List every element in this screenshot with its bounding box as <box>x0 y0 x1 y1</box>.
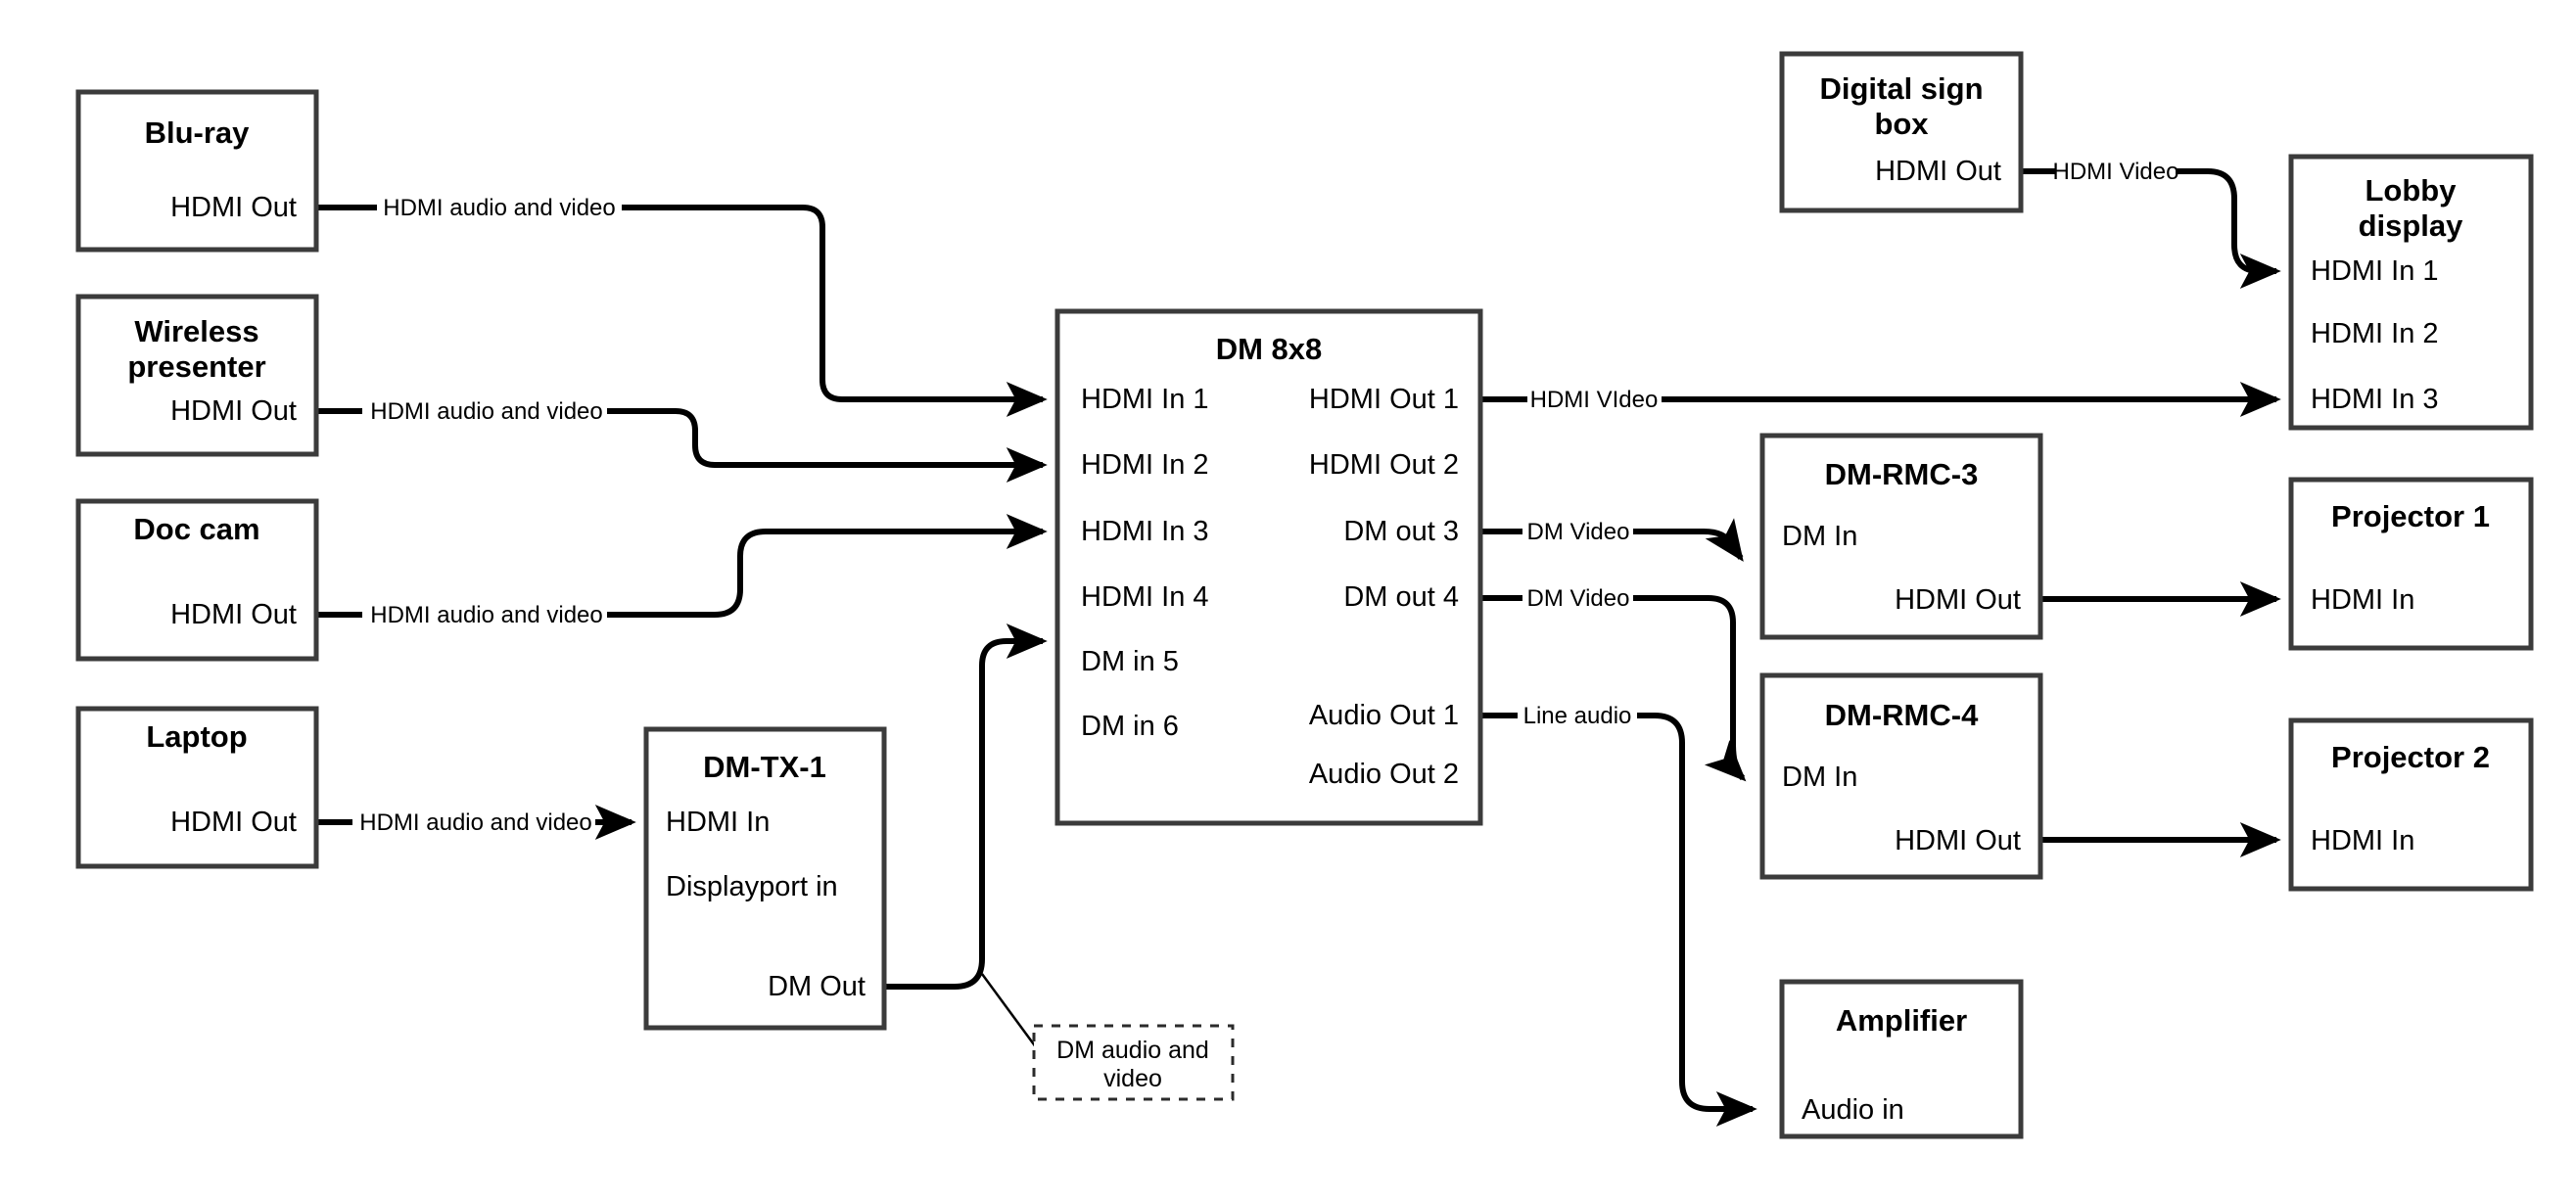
link-sign-to-lobby: HDMI Video <box>2021 159 2281 289</box>
node-wireless-presenter-box[interactable] <box>75 294 319 457</box>
link-label-line-audio: Line audio <box>1523 703 1632 729</box>
node-dm-8x8-title: DM 8x8 <box>1216 332 1323 366</box>
node-digital-sign-box[interactable]: Digital sign box HDMI Out <box>1779 51 2024 213</box>
link-label-doccam: HDMI audio and video <box>370 602 602 628</box>
node-lobby-display-port-hdmi-in-2: HDMI In 2 <box>2311 318 2439 349</box>
link-dmtx1-to-dm8x8 <box>881 623 1048 990</box>
node-bluray-title: Blu-ray <box>145 115 251 150</box>
node-dm-rmc-4-port-hdmi-out: HDMI Out <box>1895 825 2021 856</box>
node-dm-rmc-4[interactable]: DM-RMC-4 DM In HDMI Out <box>1759 672 2043 880</box>
node-dm-rmc-4-port-dm-in: DM In <box>1782 762 1857 793</box>
node-doc-cam-title: Doc cam <box>133 512 259 546</box>
node-bluray-box[interactable] <box>75 89 319 253</box>
node-lobby-display-title-line1: Lobby <box>2365 173 2458 208</box>
node-dm-8x8-port-hdmi-in-4: HDMI In 4 <box>1081 581 1209 613</box>
node-lobby-display[interactable]: Lobby display HDMI In 1 HDMI In 2 HDMI I… <box>2288 154 2534 431</box>
node-dm-rmc-4-box[interactable] <box>1759 672 2043 880</box>
node-dm-8x8[interactable]: DM 8x8 HDMI In 1 HDMI In 2 HDMI In 3 HDM… <box>1054 308 1483 826</box>
node-digital-sign-box-title-line2: box <box>1874 107 1929 141</box>
node-laptop-title: Laptop <box>146 719 247 754</box>
node-laptop-port-hdmi-out: HDMI Out <box>170 807 297 838</box>
node-wireless-presenter-title-line1: Wireless <box>134 314 258 348</box>
node-laptop-box[interactable] <box>75 706 319 869</box>
node-projector-2-title: Projector 2 <box>2331 740 2490 774</box>
node-doc-cam-box[interactable] <box>75 498 319 662</box>
node-laptop[interactable]: Laptop HDMI Out <box>75 706 319 869</box>
node-dm-8x8-port-dm-in-6: DM in 6 <box>1081 711 1179 742</box>
node-dm-8x8-port-hdmi-in-2: HDMI In 2 <box>1081 449 1209 481</box>
link-label-bluray: HDMI audio and video <box>383 195 615 221</box>
node-dm-tx-1-box[interactable] <box>643 726 887 1031</box>
node-digital-sign-box-port-hdmi-out: HDMI Out <box>1875 156 2001 187</box>
node-amplifier-port-audio-in: Audio in <box>1802 1094 1904 1126</box>
node-dm-8x8-port-hdmi-in-3: HDMI In 3 <box>1081 516 1209 547</box>
link-label-dm-video-out4: DM Video <box>1527 585 1630 612</box>
node-lobby-display-port-hdmi-in-1: HDMI In 1 <box>2311 255 2439 287</box>
node-dm-8x8-port-hdmi-out-2: HDMI Out 2 <box>1309 449 1459 481</box>
node-dm-8x8-port-hdmi-out-1: HDMI Out 1 <box>1309 384 1459 415</box>
node-wireless-presenter-port-hdmi-out: HDMI Out <box>170 395 297 427</box>
node-dm-rmc-3-port-hdmi-out: HDMI Out <box>1895 584 2021 616</box>
node-dm-8x8-port-hdmi-in-1: HDMI In 1 <box>1081 384 1209 415</box>
callout-dm-audio-and-video: DM audio and video <box>1032 1024 1235 1101</box>
node-dm-rmc-3-title: DM-RMC-3 <box>1825 457 1979 491</box>
link-label-hdmi-video-out1: HDMI VIdeo <box>1530 387 1659 413</box>
node-projector-2-box[interactable] <box>2288 717 2534 892</box>
node-dm-tx-1-title: DM-TX-1 <box>703 750 826 784</box>
node-lobby-display-title-line2: display <box>2359 208 2464 243</box>
node-bluray[interactable]: Blu-ray HDMI Out <box>75 89 319 253</box>
node-lobby-display-box[interactable] <box>2288 154 2534 431</box>
link-wireless-to-dm8x8: HDMI audio and video <box>316 398 1048 483</box>
node-projector-1-title: Projector 1 <box>2331 499 2490 533</box>
node-doc-cam[interactable]: Doc cam HDMI Out <box>75 498 319 662</box>
node-amplifier-title: Amplifier <box>1836 1003 1967 1038</box>
callout-dm-audio-and-video-line2: video <box>1103 1065 1162 1092</box>
node-digital-sign-box-title-line1: Digital sign <box>1819 71 1983 106</box>
link-laptop-to-dmtx1: HDMI audio and video <box>316 804 636 840</box>
link-doccam-to-dm8x8: HDMI audio and video <box>316 513 1048 628</box>
node-bluray-port-hdmi-out: HDMI Out <box>170 192 297 223</box>
node-dm-rmc-3[interactable]: DM-RMC-3 DM In HDMI Out <box>1759 433 2043 640</box>
node-dm-8x8-port-dm-in-5: DM in 5 <box>1081 646 1179 677</box>
node-dm-8x8-port-audio-out-2: Audio Out 2 <box>1309 759 1459 790</box>
node-doc-cam-port-hdmi-out: HDMI Out <box>170 599 297 630</box>
link-label-dm-video-out3: DM Video <box>1527 519 1630 545</box>
link-dm8x8-out1-to-lobby: HDMI VIdeo <box>1480 381 2281 417</box>
node-projector-2-port-hdmi-in: HDMI In <box>2311 825 2414 856</box>
node-dm-tx-1-port-dm-out: DM Out <box>768 971 866 1002</box>
node-dm-rmc-3-port-dm-in: DM In <box>1782 521 1857 552</box>
node-dm-8x8-port-dm-out-4: DM out 4 <box>1343 581 1459 613</box>
link-label-laptop: HDMI audio and video <box>359 809 591 836</box>
node-dm-8x8-port-audio-out-1: Audio Out 1 <box>1309 700 1459 731</box>
node-projector-1-box[interactable] <box>2288 477 2534 651</box>
node-projector-1[interactable]: Projector 1 HDMI In <box>2288 477 2534 651</box>
node-amplifier-box[interactable] <box>1779 979 2024 1139</box>
callout-dm-audio-and-video-box <box>1032 1024 1235 1101</box>
node-dm-rmc-3-box[interactable] <box>1759 433 2043 640</box>
node-wireless-presenter-title-line2: presenter <box>127 349 265 384</box>
link-label-wireless: HDMI audio and video <box>370 398 602 425</box>
node-dm-tx-1[interactable]: DM-TX-1 HDMI In Displayport in DM Out <box>643 726 887 1031</box>
link-dm8x8-audio1-to-amplifier: Line audio <box>1480 703 1757 1127</box>
node-projector-1-port-hdmi-in: HDMI In <box>2311 584 2414 616</box>
link-dm8x8-out4-to-rmc4: DM Video <box>1480 585 1747 782</box>
node-dm-tx-1-port-hdmi-in: HDMI In <box>666 807 770 838</box>
node-dm-tx-1-port-displayport-in: Displayport in <box>666 871 838 902</box>
node-wireless-presenter[interactable]: Wireless presenter HDMI Out <box>75 294 319 457</box>
node-dm-rmc-4-title: DM-RMC-4 <box>1825 698 1979 732</box>
node-digital-sign-box-box[interactable] <box>1779 51 2024 213</box>
link-dm8x8-out3-to-rmc3: DM Video <box>1480 518 1744 562</box>
node-projector-2[interactable]: Projector 2 HDMI In <box>2288 717 2534 892</box>
node-dm-8x8-box[interactable] <box>1054 308 1483 826</box>
node-dm-8x8-port-dm-out-3: DM out 3 <box>1343 516 1459 547</box>
node-amplifier[interactable]: Amplifier Audio in <box>1779 979 2024 1139</box>
callout-dm-audio-and-video-line1: DM audio and <box>1056 1037 1209 1064</box>
node-lobby-display-port-hdmi-in-3: HDMI In 3 <box>2311 384 2439 415</box>
link-label-sign-hdmi-video: HDMI Video <box>2053 159 2179 185</box>
link-bluray-to-dm8x8: HDMI audio and video <box>316 195 1048 417</box>
